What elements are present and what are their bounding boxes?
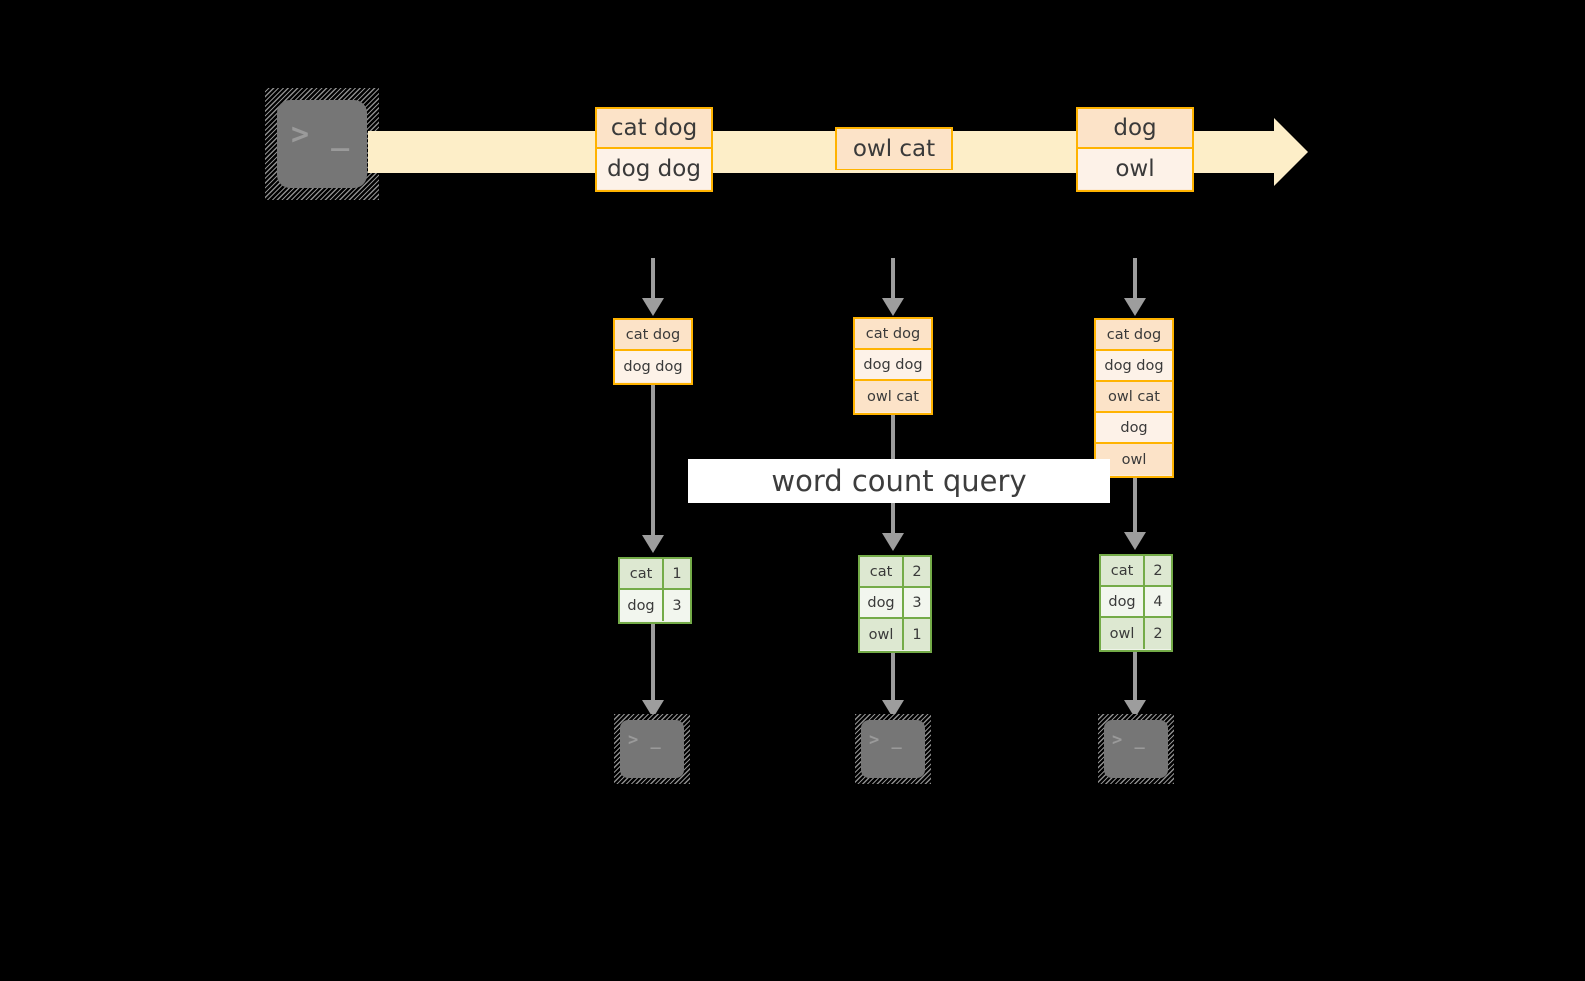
terminal-body xyxy=(620,720,684,778)
result-word: owl xyxy=(860,619,904,650)
result-count: 3 xyxy=(664,590,690,621)
sink-terminal-icon: > _ xyxy=(1098,714,1174,784)
stream-record-line: dog xyxy=(1078,109,1192,149)
sink-arrow-head xyxy=(642,700,664,718)
result-table[interactable]: cat 2 dog 4 owl 2 xyxy=(1099,554,1173,652)
snapshot-input-stack[interactable]: cat dog dog dog owl cat xyxy=(853,317,933,415)
result-row: owl 2 xyxy=(1101,618,1171,649)
snapshot-input-row: dog dog xyxy=(1096,351,1172,382)
query-arrow-shaft xyxy=(651,385,655,537)
query-banner-label: word count query xyxy=(771,464,1027,498)
stream-tap-arrow-head xyxy=(882,298,904,316)
snapshot-input-stack[interactable]: cat dog dog dog owl cat dog owl xyxy=(1094,318,1174,478)
stream-arrowhead xyxy=(1274,118,1308,186)
terminal-prompt-glyph: > _ xyxy=(291,117,352,152)
terminal-prompt-glyph: > _ xyxy=(1112,730,1146,750)
stream-record-line: dog dog xyxy=(597,149,711,189)
result-row: dog 3 xyxy=(860,588,930,619)
snapshot-input-row: owl cat xyxy=(1096,382,1172,413)
source-terminal-icon: > _ xyxy=(265,88,379,200)
sink-arrow-shaft xyxy=(651,624,655,702)
sink-terminal-icon: > _ xyxy=(614,714,690,784)
snapshot-input-row: owl cat xyxy=(855,381,931,412)
result-count: 1 xyxy=(904,619,930,650)
query-banner: word count query xyxy=(688,459,1110,503)
sink-arrow-shaft xyxy=(891,653,895,702)
terminal-body xyxy=(861,720,925,778)
sink-arrow-head xyxy=(1124,700,1146,718)
terminal-prompt-glyph: > _ xyxy=(869,730,903,750)
terminal-prompt-glyph: > _ xyxy=(628,730,662,750)
result-count: 1 xyxy=(664,559,690,588)
snapshot-input-stack[interactable]: cat dog dog dog xyxy=(613,318,693,385)
stream-record-line: owl xyxy=(1078,149,1192,189)
result-table[interactable]: cat 1 dog 3 xyxy=(618,557,692,624)
sink-terminal-icon: > _ xyxy=(855,714,931,784)
result-word: dog xyxy=(860,588,904,617)
result-word: cat xyxy=(860,557,904,586)
stream-tap-arrow-shaft xyxy=(891,258,895,300)
snapshot-input-row: cat dog xyxy=(1096,320,1172,351)
result-count: 2 xyxy=(1145,556,1171,585)
stream-record[interactable]: owl cat xyxy=(835,127,953,170)
snapshot-input-row: dog xyxy=(1096,413,1172,444)
stream-tap-arrow-shaft xyxy=(651,258,655,300)
result-word: dog xyxy=(1101,587,1145,616)
result-word: owl xyxy=(1101,618,1145,649)
result-count: 3 xyxy=(904,588,930,617)
stream-tap-arrow-shaft xyxy=(1133,258,1137,300)
snapshot-input-row: dog dog xyxy=(615,351,691,382)
result-row: owl 1 xyxy=(860,619,930,650)
stream-tap-arrow-head xyxy=(1124,298,1146,316)
result-row: cat 1 xyxy=(620,559,690,590)
result-row: cat 2 xyxy=(860,557,930,588)
query-arrow-shaft xyxy=(1133,478,1137,534)
stream-tap-arrow-head xyxy=(642,298,664,316)
result-count: 4 xyxy=(1145,587,1171,616)
stream-record-line: cat dog xyxy=(597,109,711,149)
snapshot-input-row: dog dog xyxy=(855,350,931,381)
result-table[interactable]: cat 2 dog 3 owl 1 xyxy=(858,555,932,653)
terminal-body xyxy=(277,100,367,188)
sink-arrow-head xyxy=(882,700,904,718)
terminal-body xyxy=(1104,720,1168,778)
stream-record[interactable]: cat dog dog dog xyxy=(595,107,713,192)
snapshot-input-row: cat dog xyxy=(615,320,691,351)
result-count: 2 xyxy=(1145,618,1171,649)
result-row: dog 3 xyxy=(620,590,690,621)
result-row: dog 4 xyxy=(1101,587,1171,618)
query-arrow-head xyxy=(642,535,664,553)
query-arrow-head xyxy=(1124,532,1146,550)
stream-record[interactable]: dog owl xyxy=(1076,107,1194,192)
result-word: cat xyxy=(620,559,664,588)
result-word: dog xyxy=(620,590,664,621)
result-word: cat xyxy=(1101,556,1145,585)
snapshot-input-row: cat dog xyxy=(855,319,931,350)
sink-arrow-shaft xyxy=(1133,652,1137,702)
query-arrow-head xyxy=(882,533,904,551)
result-row: cat 2 xyxy=(1101,556,1171,587)
stream-record-line: owl cat xyxy=(837,129,951,169)
result-count: 2 xyxy=(904,557,930,586)
